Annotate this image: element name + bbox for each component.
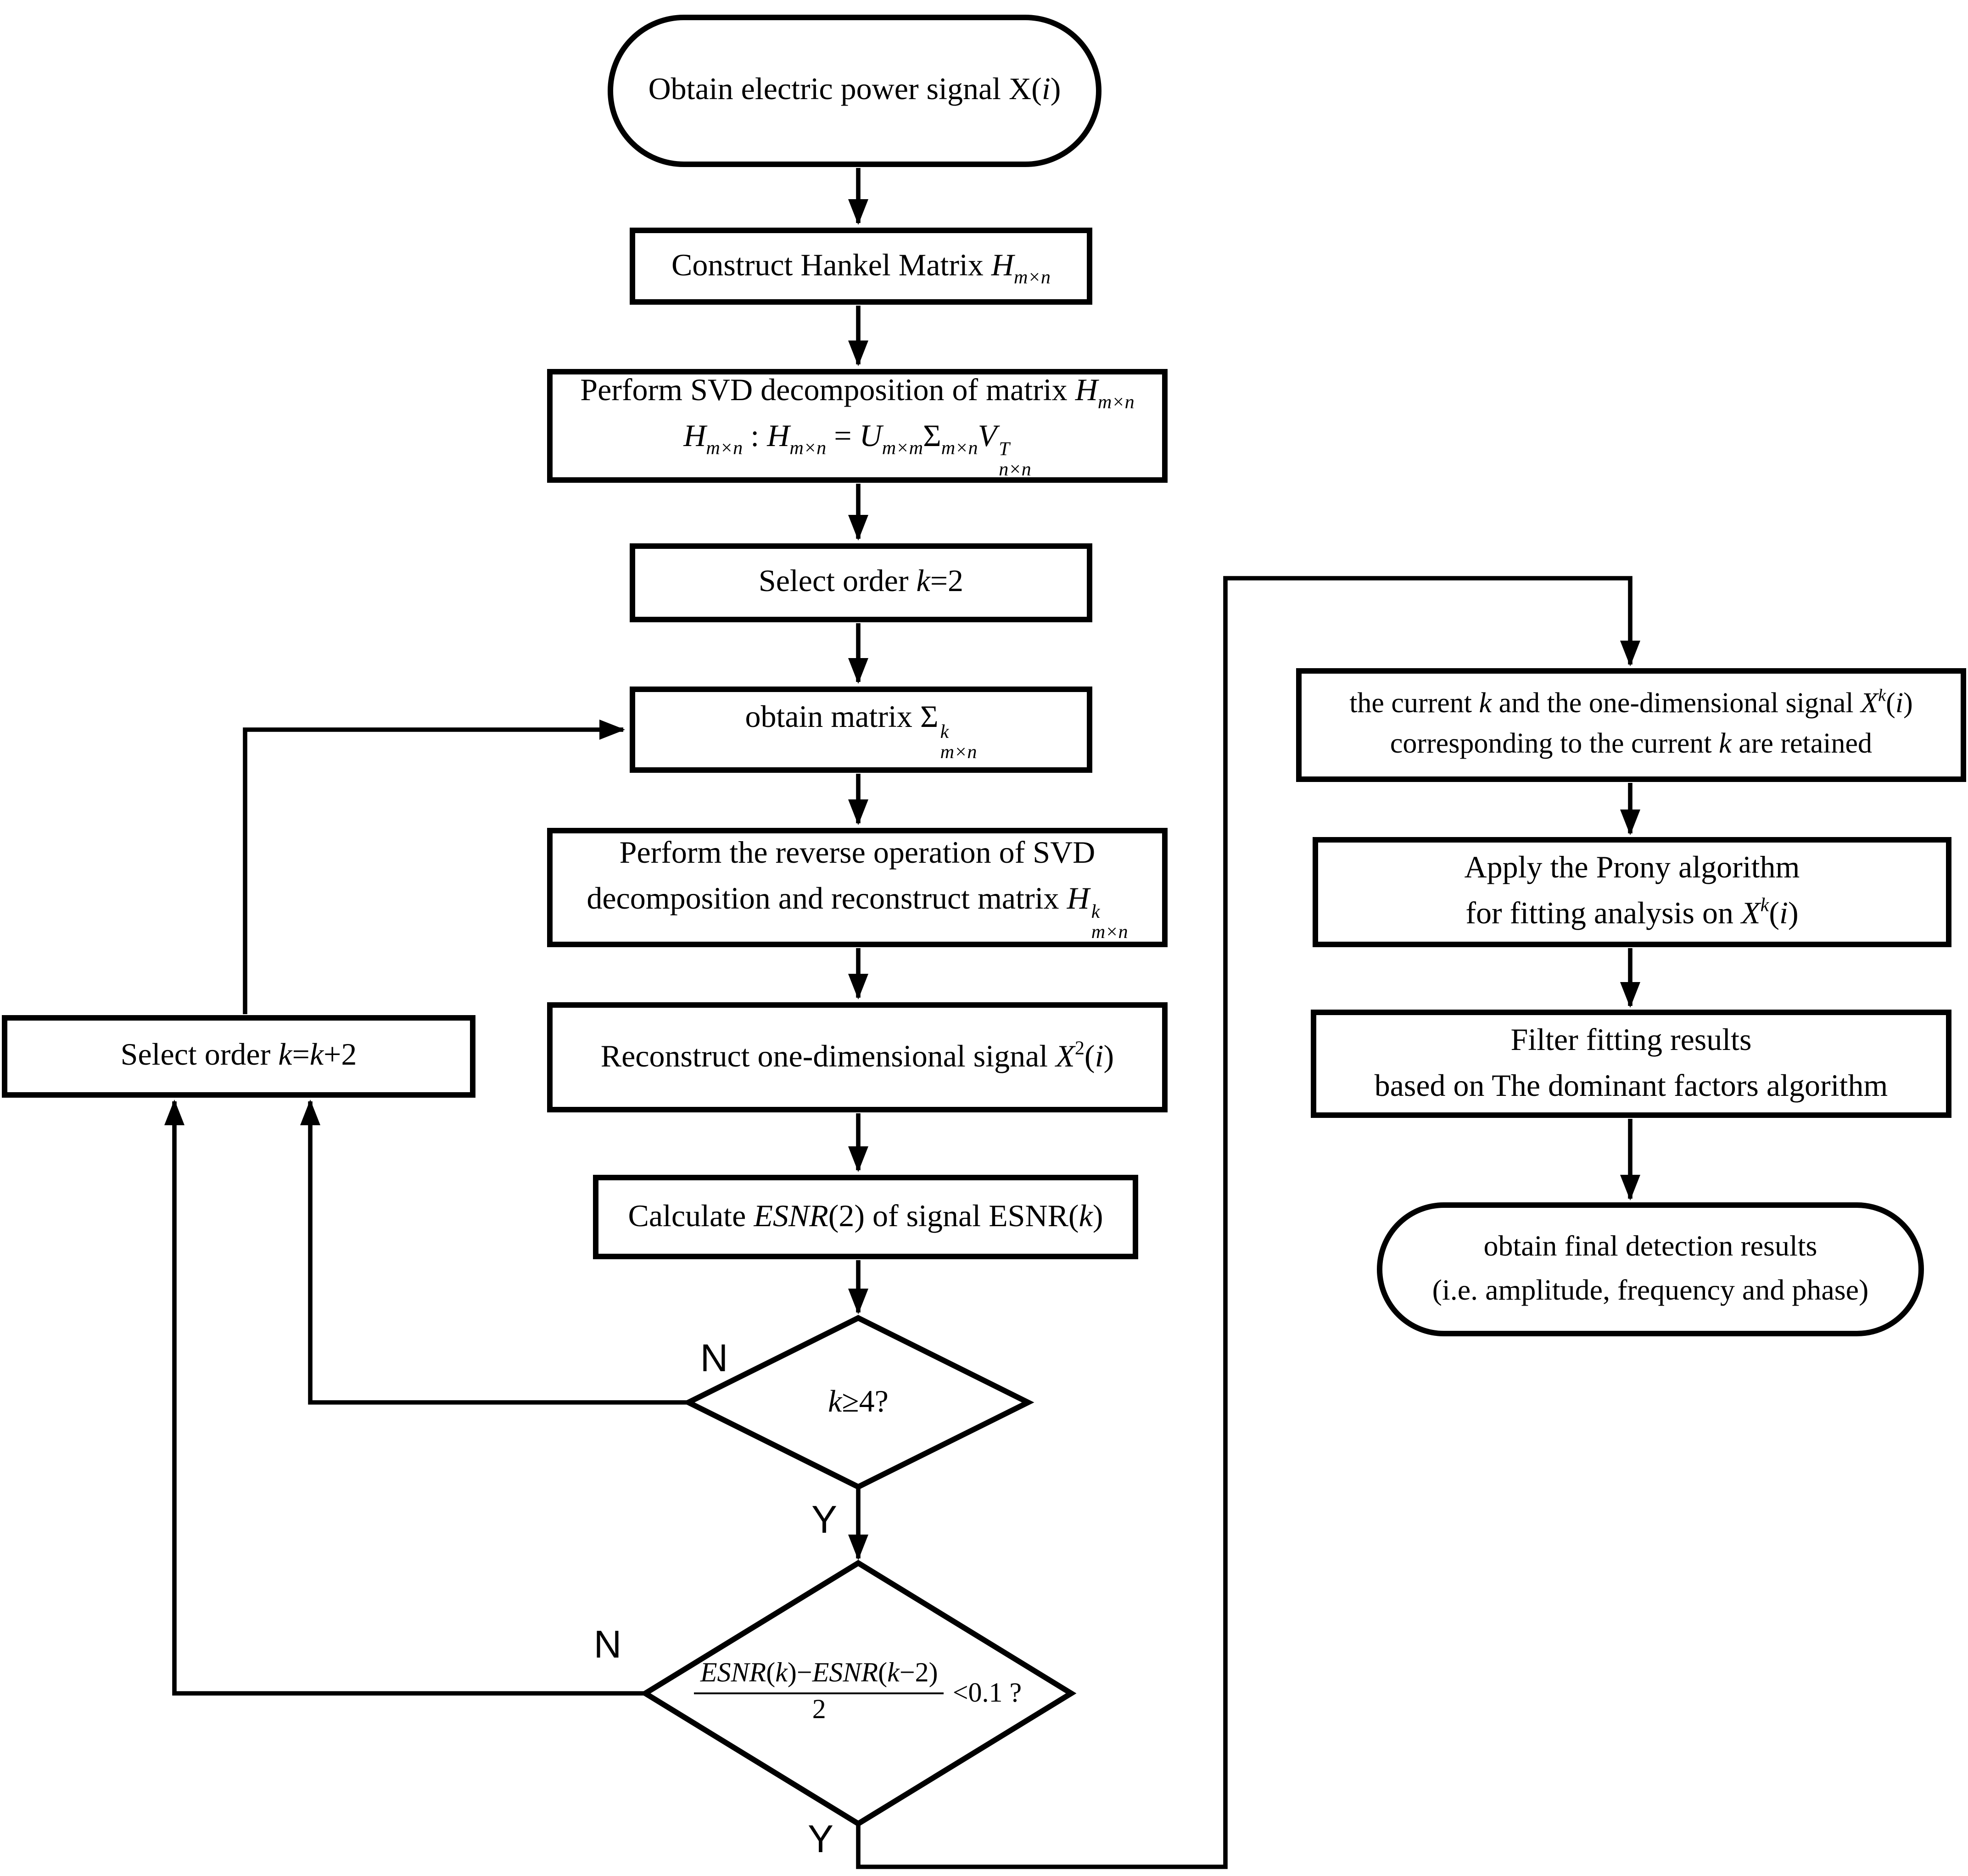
process-filter-fitting-results: Filter fitting results based on The domi… xyxy=(1311,1010,1951,1118)
process-reconstruct-signal: Reconstruct one-dimensional signal X2(i) xyxy=(547,1002,1168,1112)
process-select-order-2: Select order k=2 xyxy=(630,543,1092,622)
edge-decision2-no-loop xyxy=(164,1100,645,1696)
process-prony-algorithm: Apply the Prony algorithm for fitting an… xyxy=(1313,837,1951,947)
process-select-order-k-plus-2: Select order k=k+2 xyxy=(2,1015,475,1098)
terminal-start: Obtain electric power signal X(i) xyxy=(608,15,1101,167)
terminal-end: obtain final detection results (i.e. amp… xyxy=(1377,1202,1924,1336)
edge-decision2-yes-retain xyxy=(856,576,1640,1869)
label-decision1-no: N xyxy=(700,1338,728,1380)
process-svd-decomposition: Perform SVD decomposition of matrix Hm×n… xyxy=(547,369,1168,483)
process-construct-hankel: Construct Hankel Matrix Hm×n xyxy=(630,228,1092,305)
label-decision1-yes: Y xyxy=(811,1500,838,1542)
process-reverse-svd: Perform the reverse operation of SVD dec… xyxy=(547,828,1168,947)
decision-k-ge-4-shape xyxy=(682,1315,1034,1490)
process-retain-current-k: the current k and the one-dimensional si… xyxy=(1296,668,1966,782)
process-calculate-esnr: Calculate ESNR(2) of signal ESNR(k) xyxy=(593,1175,1138,1259)
decision-esnr-threshold-label: ESNR(k)−ESNR(k−2) 2 <0.1 ? xyxy=(646,1623,1070,1764)
decision-k-ge-4-label: k≥4? xyxy=(828,1384,889,1419)
label-decision2-no: N xyxy=(593,1625,622,1667)
edge-decision1-no-loop xyxy=(300,1100,688,1405)
edge-kk2-obtain xyxy=(243,720,625,1014)
label-decision2-yes: Y xyxy=(807,1819,834,1861)
